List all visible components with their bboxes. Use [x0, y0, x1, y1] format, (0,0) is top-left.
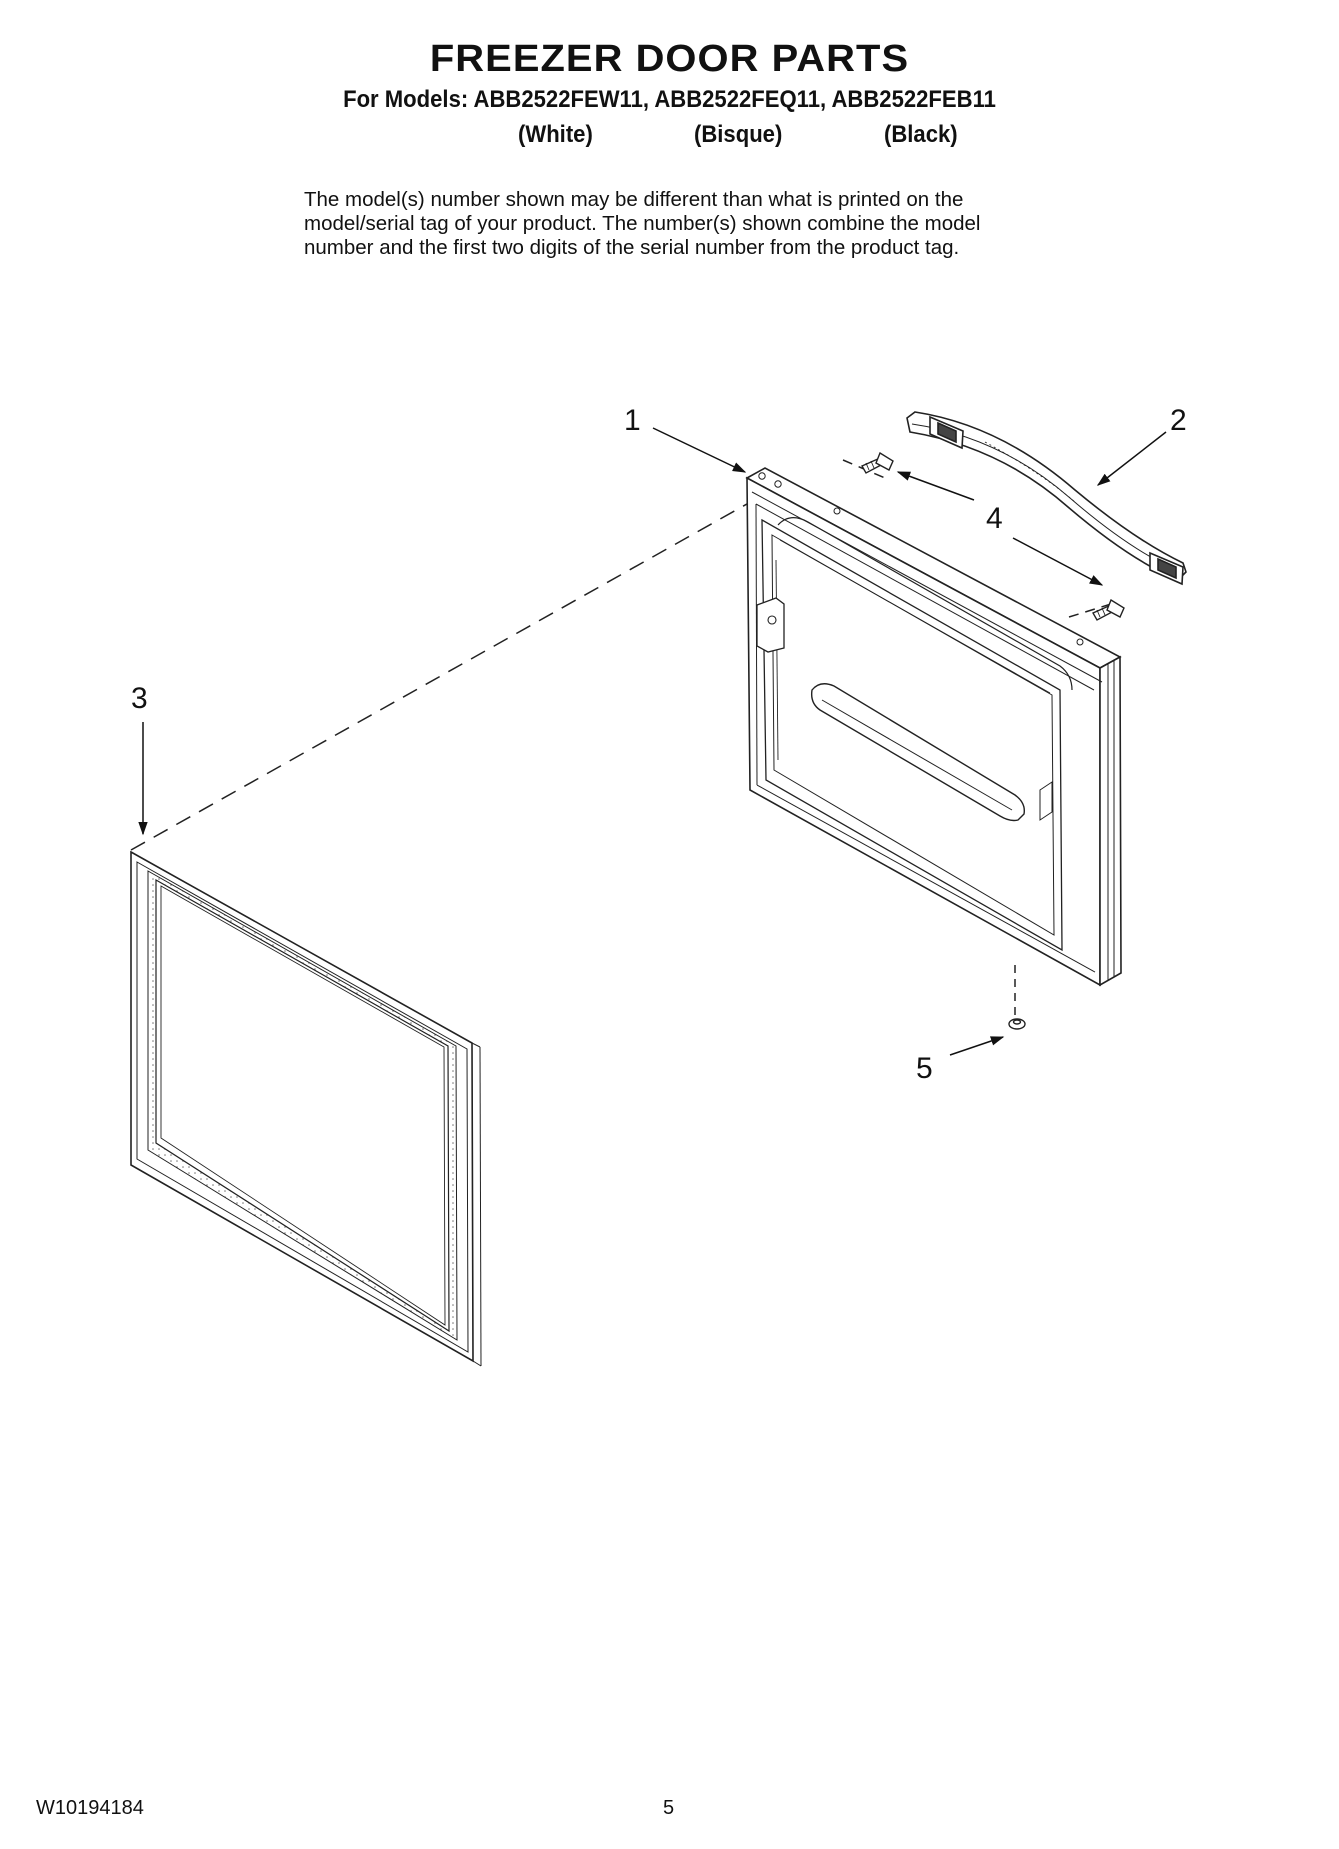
page-title: FREEZER DOOR PARTS	[429, 38, 910, 80]
model-disclaimer: The model(s) number shown may be differe…	[304, 188, 1204, 260]
color-label-black: (Black)	[884, 121, 958, 148]
callout-2: 2	[1170, 404, 1187, 437]
door-gasket	[130, 850, 482, 1367]
color-label-bisque: (Bisque)	[694, 121, 783, 148]
door-handle	[906, 411, 1187, 586]
disclaimer-line-3: number and the first two digits of the s…	[304, 236, 960, 259]
callout-5: 5	[916, 1052, 933, 1085]
door-plug	[1008, 1018, 1026, 1030]
models-line: For Models: ABB2522FEW11, ABB2522FEQ11, …	[343, 86, 996, 113]
handle-screw-bottom	[1092, 598, 1125, 621]
handle-screw-top	[861, 451, 894, 474]
callout-arrows	[138, 427, 1167, 1056]
disclaimer-line-2: model/serial tag of your product. The nu…	[304, 212, 981, 235]
callout-1: 1	[624, 404, 641, 437]
callout-3: 3	[131, 682, 148, 715]
callout-4: 4	[986, 502, 1003, 535]
disclaimer-line-1: The model(s) number shown may be differe…	[304, 188, 964, 211]
freezer-door	[745, 467, 1122, 987]
color-label-white: (White)	[518, 121, 593, 148]
document-number: W10194184	[36, 1797, 144, 1819]
page-number: 5	[663, 1797, 675, 1819]
